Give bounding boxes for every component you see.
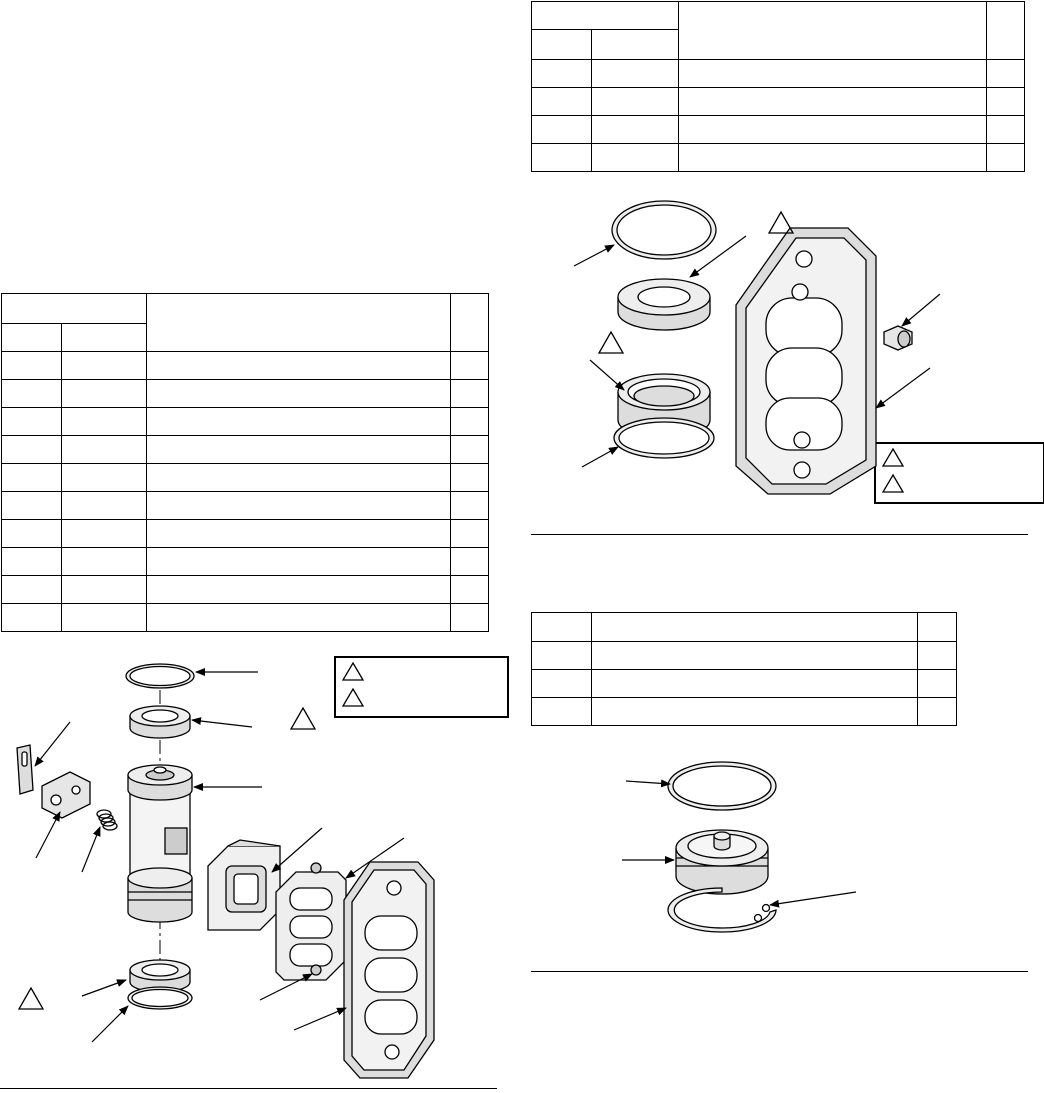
- warning-triangle-icon: [882, 447, 904, 467]
- o-ring-part: [611, 200, 717, 260]
- table-header-ref: [531, 29, 592, 60]
- gasket-part: [343, 861, 435, 1079]
- section-divider: [531, 534, 1028, 535]
- table-header-qty: [450, 293, 489, 352]
- seal-kit-figure: [611, 200, 913, 495]
- symbol-legend-1: [334, 656, 509, 718]
- valve-assembly-figure: [16, 663, 435, 1079]
- warning-triangle-icon: [342, 661, 364, 681]
- table-row: [531, 697, 957, 726]
- piston-kit-figure: [667, 761, 777, 933]
- warning-triangle-icon: [289, 706, 317, 730]
- valve-spool-part: [127, 764, 193, 923]
- valve-plate-part: [275, 862, 347, 981]
- table-row: [1, 603, 489, 632]
- table-row: [531, 143, 1025, 172]
- retaining-ring-part: [667, 887, 777, 933]
- cam-part: [41, 771, 91, 819]
- seal-part: [617, 278, 711, 331]
- kit-table-2: [531, 1, 1025, 172]
- section-divider: [0, 1088, 497, 1089]
- o-ring-part: [125, 663, 195, 689]
- table-row: [1, 407, 489, 436]
- warning-triangle-icon: [882, 473, 904, 493]
- valve-cup-part: [207, 839, 281, 931]
- screw-part: [883, 325, 913, 351]
- key-part: [16, 744, 34, 795]
- kit-table-1: [1, 293, 489, 632]
- table-row: [531, 669, 957, 698]
- o-ring-part: [127, 986, 193, 1010]
- spring-part: [96, 809, 118, 831]
- table-header-description: [677, 1, 988, 60]
- kit-table-3: [531, 612, 957, 726]
- callout-arrows: [573, 235, 941, 468]
- warning-triangle-icon: [342, 687, 364, 707]
- warning-triangle-icon: [767, 210, 795, 234]
- table-row: [1, 379, 489, 408]
- o-ring-part: [613, 417, 715, 459]
- table-row: [1, 351, 489, 380]
- table-row: [1, 575, 489, 604]
- callout-arrows: [622, 779, 857, 908]
- gasket-part: [735, 227, 877, 495]
- table-header-qty: [986, 1, 1025, 60]
- symbol-legend-2: [874, 442, 1044, 504]
- o-ring-part: [667, 761, 777, 811]
- section-divider: [531, 971, 1028, 972]
- table-row: [531, 59, 1025, 88]
- seal-part: [129, 705, 191, 739]
- table-row: [1, 491, 489, 520]
- piston-part: [675, 829, 769, 895]
- callout-arrows: [34, 668, 405, 1043]
- seal-part: [129, 959, 191, 993]
- warning-triangle-icon: [597, 330, 625, 354]
- warning-triangle-icon: [17, 986, 45, 1010]
- table-row: [1, 519, 489, 548]
